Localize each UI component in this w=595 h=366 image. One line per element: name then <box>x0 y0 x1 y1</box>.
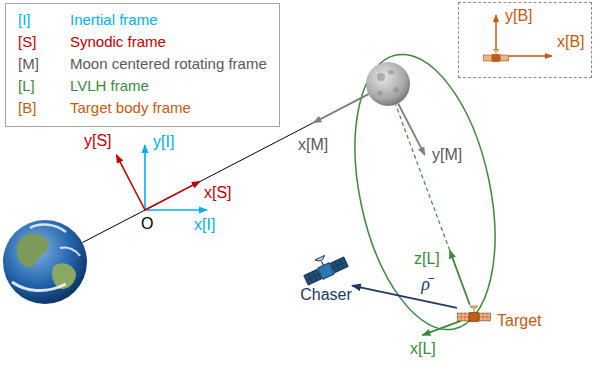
satellite-icon <box>300 256 352 286</box>
lvlh-z-axis <box>450 250 470 304</box>
earth-cloud <box>12 282 66 291</box>
synodic-y-axis <box>116 155 145 210</box>
antenna-dish <box>493 50 499 52</box>
frame-code: [B] <box>18 98 70 118</box>
panel-grid <box>479 317 490 318</box>
label-holder: x[I] <box>194 216 215 234</box>
antenna-dish <box>315 255 326 262</box>
label-holder: x[S] <box>204 184 232 202</box>
label-holder: O <box>141 215 153 233</box>
inertial-y-axis <box>144 145 146 210</box>
moon-crater <box>378 91 383 96</box>
label-holder: y[I] <box>153 133 174 151</box>
frame-code: [I] <box>18 10 70 30</box>
solar-panel <box>500 55 508 61</box>
earth-land <box>17 233 49 267</box>
legend-text: LVLH frame <box>70 77 149 94</box>
axis-label: x[M] <box>298 136 328 153</box>
axis-label: y[M] <box>432 146 462 163</box>
body-y-axis <box>495 15 497 50</box>
earth-cloud <box>60 247 80 256</box>
axis-label: y[I] <box>153 133 174 150</box>
satellite-body <box>318 263 335 280</box>
legend-row: [I]Inertial frame <box>18 10 158 30</box>
legend-row: [S]Synodic frame <box>18 32 166 52</box>
edge-label-holder: ρ̄ <box>419 274 432 294</box>
frame-code: [M] <box>18 54 70 74</box>
label-holder: z[L] <box>414 250 440 268</box>
origin-label: O <box>141 215 153 232</box>
axis-label: z[L] <box>414 250 440 267</box>
label-holder: y[M] <box>432 146 462 164</box>
satellite-body <box>469 312 478 321</box>
axis-label: x[B] <box>557 33 585 50</box>
legend-text: Synodic frame <box>70 33 166 50</box>
label-holder: x[M] <box>298 136 328 154</box>
axis-label: y[B] <box>505 7 533 24</box>
panel-grid <box>306 274 319 280</box>
legend-text: Inertial frame <box>70 11 158 28</box>
spacecraft-name: Chaser <box>300 286 352 304</box>
solar-panel <box>330 257 348 273</box>
satellite-icon <box>457 304 491 330</box>
target-spacecraft: Target <box>457 304 541 330</box>
satellite-figure <box>458 306 491 322</box>
axis-label: x[I] <box>194 216 215 233</box>
moon-disc <box>366 62 410 106</box>
lvlh-x-axis <box>422 321 461 335</box>
chaser-spacecraft: Chaser <box>300 256 352 304</box>
frame-code: [L] <box>18 76 70 96</box>
text-holder: y[B] <box>505 7 533 25</box>
panel-grid <box>458 317 469 318</box>
moon-x-axis <box>314 94 369 123</box>
solar-panel <box>483 55 491 61</box>
body-frame-satellite <box>483 50 508 62</box>
earth-globe <box>3 220 87 304</box>
inertial-x-axis <box>145 209 207 211</box>
solar-panel <box>458 313 469 321</box>
axis-label: x[S] <box>204 184 232 201</box>
label-holder: y[S] <box>84 132 112 150</box>
earth-figure <box>3 220 87 304</box>
target-moon-dashed-line <box>396 105 450 251</box>
target-orbit <box>332 42 517 343</box>
solar-panel <box>479 313 490 321</box>
moon-crater <box>388 70 394 74</box>
frame-code: [S] <box>18 32 70 52</box>
text-holder: x[B] <box>557 33 585 51</box>
relative-position-vector <box>352 286 457 308</box>
antenna-mast <box>496 52 497 54</box>
panel-grid <box>333 262 346 268</box>
axis-label: y[S] <box>84 132 112 149</box>
satellite-figure <box>300 248 349 286</box>
earth-cloud <box>30 225 66 232</box>
spacecraft-name: Target <box>497 312 541 330</box>
antenna-mast <box>322 261 324 265</box>
moon-crater <box>377 73 385 81</box>
moon-y-axis <box>398 104 425 156</box>
satellite-body <box>492 54 499 61</box>
axis-label: x[L] <box>410 340 436 357</box>
legend-text: Moon centered rotating frame <box>70 55 267 72</box>
antenna-dish <box>470 306 478 308</box>
legend-box: [I]Inertial frame[S]Synodic frame[M]Moon… <box>5 3 280 127</box>
legend-text: Target body frame <box>70 99 191 116</box>
antenna-mast <box>474 309 475 312</box>
legend-row: [M]Moon centered rotating frame <box>18 54 267 74</box>
body-x-axis <box>502 55 552 57</box>
synodic-x-axis <box>145 181 200 210</box>
legend-row: [L]LVLH frame <box>18 76 149 96</box>
vector-symbol: ρ̄ <box>419 274 432 294</box>
legend-row: [B]Target body frame <box>18 98 191 118</box>
label-holder: x[L] <box>410 340 436 358</box>
solar-panel <box>304 269 322 285</box>
moon-figure <box>366 62 410 106</box>
moon-crater <box>393 87 399 93</box>
body-frame-inset: y[B] x[B] <box>458 2 592 78</box>
